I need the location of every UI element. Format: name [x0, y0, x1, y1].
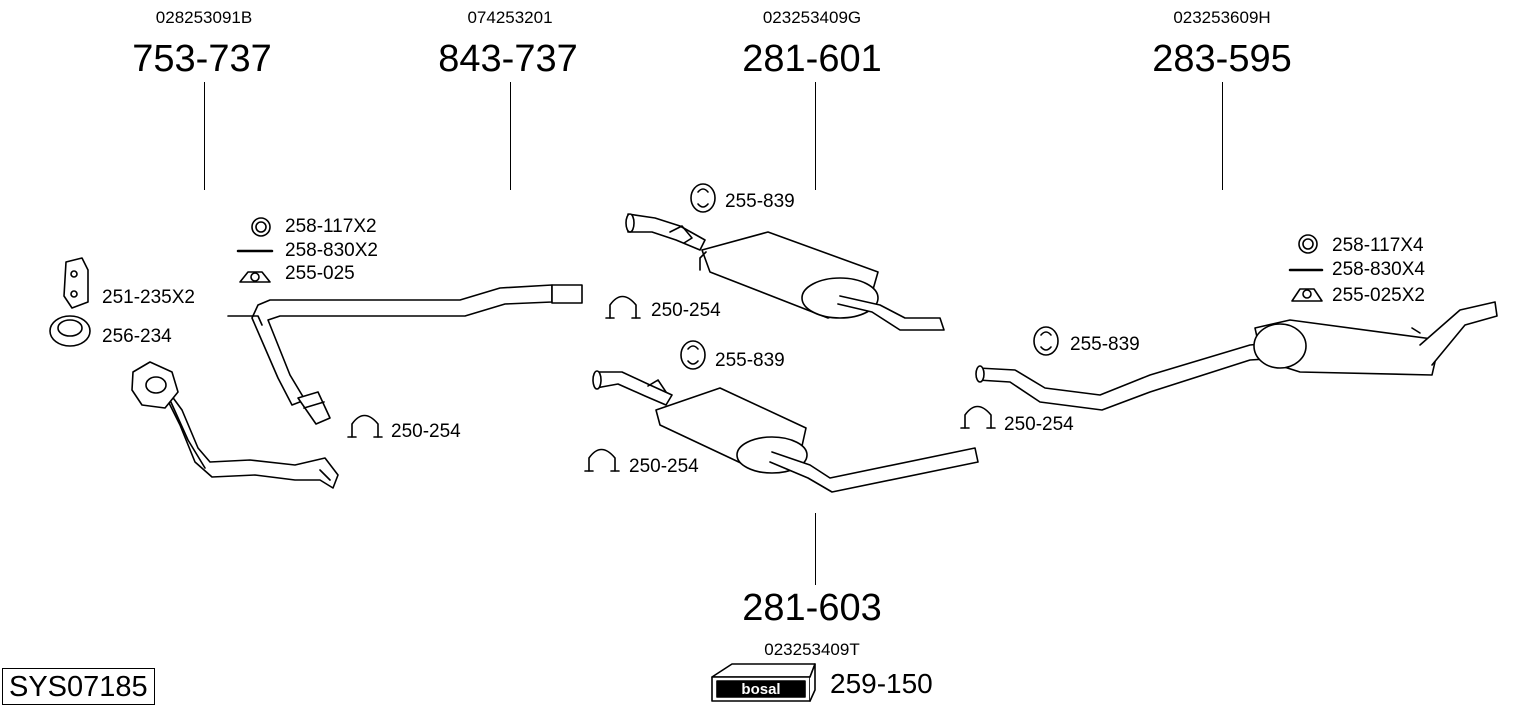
part-number-3[interactable]: 281-601 [742, 38, 882, 80]
label-a4[interactable]: 251-235X2 [102, 287, 195, 308]
middle-silencer-drawing [625, 213, 945, 331]
part-number-5[interactable]: 281-603 [742, 587, 882, 629]
brand-part-number[interactable]: 259-150 [830, 668, 933, 699]
front-pipe-drawing [131, 361, 339, 489]
gasket-icon [63, 257, 89, 309]
mount-icon [1291, 288, 1323, 302]
label-a2[interactable]: 258-830X2 [285, 240, 378, 261]
ring-icon [1298, 234, 1318, 254]
rear-silencer-drawing [975, 301, 1498, 411]
leader-line-1 [204, 82, 205, 190]
label-b3[interactable]: 255-839 [715, 350, 785, 371]
rubber-hanger-icon [1033, 326, 1059, 356]
ring-icon [251, 217, 271, 237]
label-c5[interactable]: 250-254 [1004, 414, 1074, 435]
oem-number-3: 023253409G [762, 8, 862, 27]
label-a3[interactable]: 255-025 [285, 263, 355, 284]
clamp-icon [960, 405, 996, 429]
label-a1[interactable]: 258-117X2 [285, 216, 377, 237]
part-number-1[interactable]: 753-737 [132, 38, 272, 80]
mount-icon [239, 271, 271, 283]
part-number-4[interactable]: 283-595 [1152, 38, 1292, 80]
label-c3[interactable]: 255-025X2 [1332, 285, 1425, 306]
system-id-box: SYS07185 [2, 668, 155, 705]
rubber-hanger-icon [680, 340, 706, 370]
oem-number-4: 023253609H [1173, 8, 1271, 27]
part-number-2[interactable]: 843-737 [438, 38, 578, 80]
leader-line-2 [510, 82, 511, 190]
clamp-icon [584, 448, 620, 472]
leader-line-4 [1222, 82, 1223, 190]
label-b1[interactable]: 255-839 [725, 191, 795, 212]
middle-silencer-b-drawing [592, 370, 979, 493]
leader-line-5 [815, 513, 816, 585]
label-a5[interactable]: 256-234 [102, 326, 172, 347]
oem-number-2: 074253201 [467, 8, 553, 27]
label-c1[interactable]: 258-117X4 [1332, 235, 1424, 256]
rubber-hanger-icon [690, 183, 716, 213]
leader-line-3 [815, 82, 816, 190]
label-b4[interactable]: 250-254 [629, 456, 699, 477]
intermediate-pipe-drawing [227, 284, 583, 425]
label-c2[interactable]: 258-830X4 [1332, 259, 1425, 280]
oem-number-5: 023253409T [764, 640, 860, 659]
clamp-icon [605, 295, 641, 319]
bosal-logo-icon [711, 663, 816, 702]
bosal-logo-text: bosal [741, 681, 780, 698]
label-b2[interactable]: 250-254 [651, 300, 721, 321]
label-c4[interactable]: 255-839 [1070, 334, 1140, 355]
clamp-icon [347, 414, 383, 438]
label-a6[interactable]: 250-254 [391, 421, 461, 442]
oem-number-1: 028253091B [155, 8, 253, 27]
